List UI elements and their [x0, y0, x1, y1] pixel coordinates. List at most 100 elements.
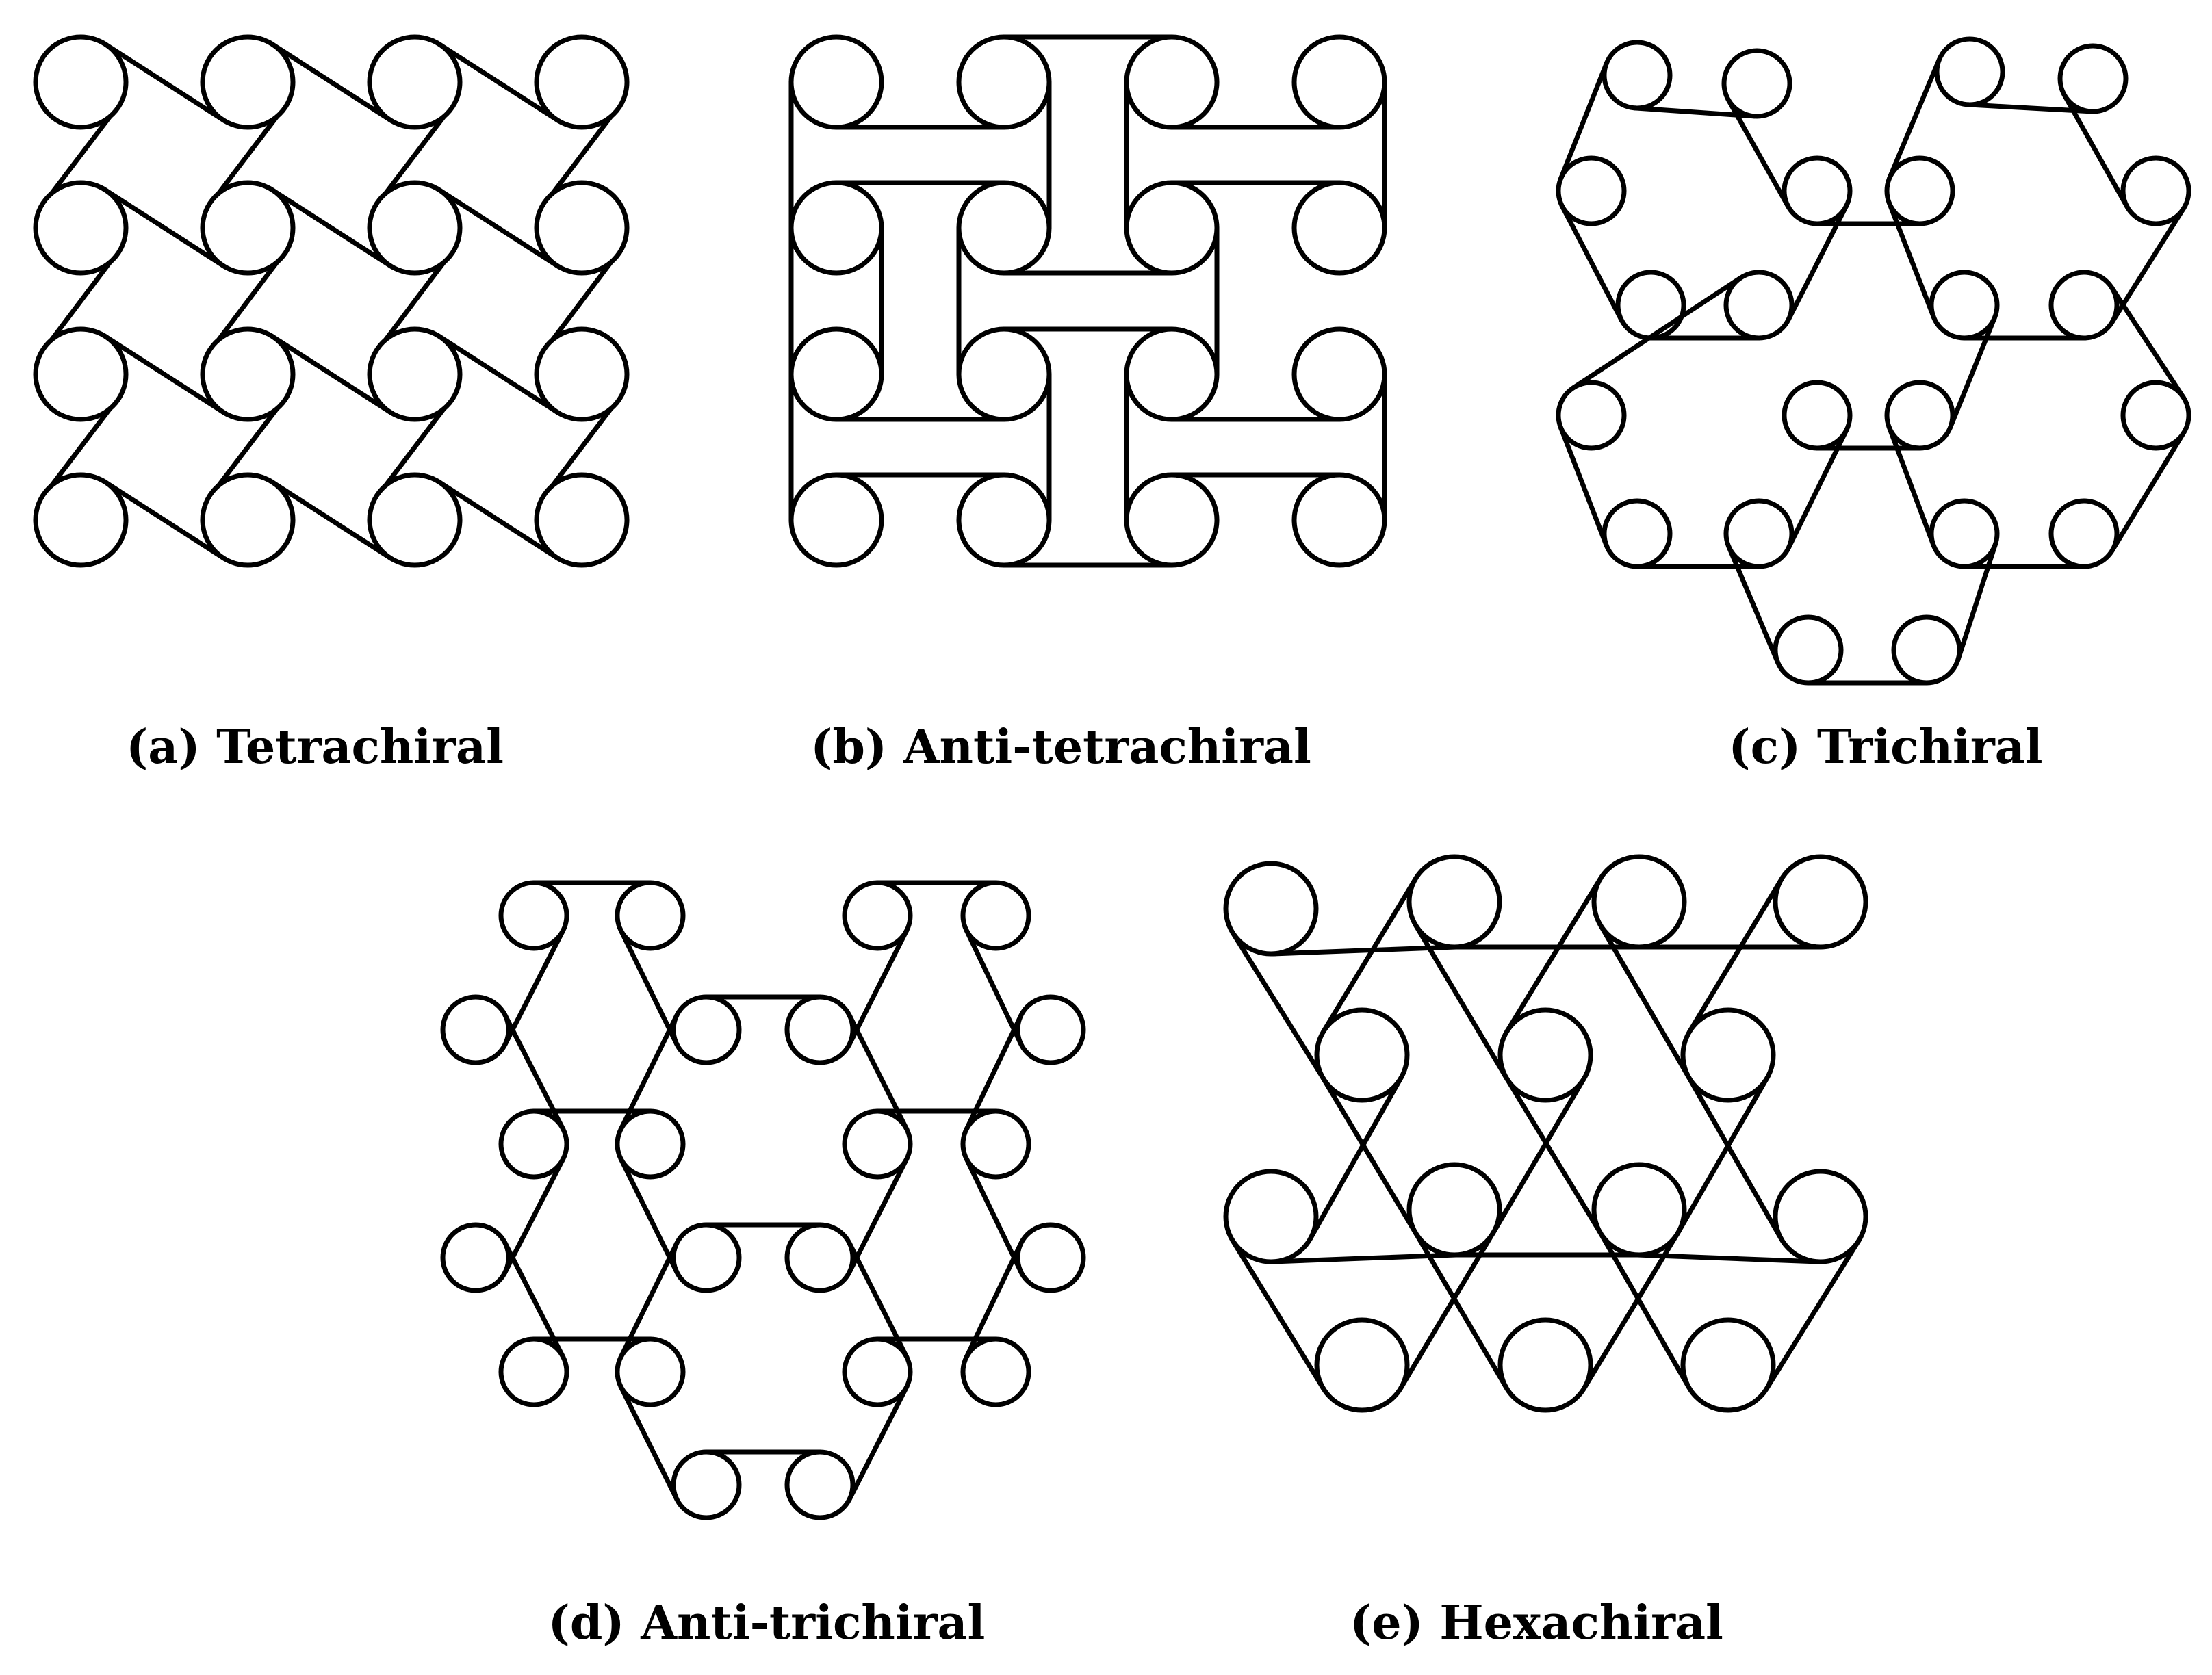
- ligament: [618, 1384, 680, 1502]
- ligament: [847, 928, 910, 1048]
- node-circle: [1291, 34, 1387, 130]
- ligament: [1413, 922, 1509, 1081]
- ligament: [1955, 541, 1998, 663]
- node-circle: [784, 1449, 856, 1520]
- ligament: [1725, 97, 1791, 209]
- ligament: [1558, 424, 1609, 548]
- ligament: [1686, 1075, 1784, 1242]
- ligament: [1504, 876, 1604, 1035]
- ligament: [1764, 1238, 1862, 1392]
- ligament: [435, 333, 562, 416]
- caption-b: (b) Anti-tetrachiral: [810, 720, 1311, 775]
- ligament: [1675, 1075, 1770, 1235]
- node-circle: [2120, 155, 2191, 226]
- node-circle: [956, 180, 1052, 276]
- ligament: [268, 333, 395, 416]
- node-circle: [1291, 180, 1387, 276]
- ligament: [1597, 1230, 1692, 1390]
- ligament: [101, 333, 228, 416]
- ligament: [2109, 430, 2187, 554]
- ligament: [2061, 92, 2130, 209]
- ligament: [1948, 315, 1997, 430]
- node-circle: [1291, 472, 1387, 568]
- node-circle: [33, 180, 129, 276]
- ligament: [435, 40, 562, 124]
- node-circle: [1680, 1007, 1776, 1103]
- ligament: [1321, 876, 1418, 1035]
- node-circle: [788, 472, 884, 568]
- ligament: [1635, 1252, 1821, 1264]
- node-circle: [440, 1222, 511, 1293]
- ligament: [49, 406, 112, 488]
- ligament: [1571, 275, 1744, 391]
- node-circle: [956, 472, 1052, 568]
- ligament: [618, 1156, 680, 1275]
- node-circle: [367, 180, 463, 276]
- ligament: [1308, 1074, 1404, 1241]
- node-circle: [200, 326, 296, 422]
- ligament: [550, 114, 613, 196]
- ligament: [268, 40, 395, 124]
- node-circle: [33, 326, 129, 422]
- node-circle: [1934, 36, 2005, 107]
- node-circle: [1773, 614, 1844, 686]
- node-circle: [1773, 854, 1868, 950]
- caption-c: (c) Trichiral: [1728, 720, 2042, 775]
- ligament: [1582, 1230, 1680, 1391]
- node-circle: [534, 472, 630, 568]
- panel-hexachiral: [1223, 854, 1868, 1413]
- ligament: [2109, 285, 2186, 400]
- panel-anti-tetrachiral: [788, 34, 1387, 568]
- ligament: [1270, 944, 1458, 957]
- ligament: [1887, 56, 1942, 181]
- ligament: [847, 1384, 910, 1503]
- node-circle: [671, 1449, 742, 1520]
- node-circle: [1124, 34, 1220, 130]
- node-circle: [200, 472, 296, 568]
- ligament: [1413, 1230, 1509, 1390]
- node-circle: [1124, 180, 1220, 276]
- node-circle: [1314, 1317, 1410, 1413]
- node-circle: [33, 34, 129, 130]
- node-circle: [1556, 155, 1627, 226]
- ligament: [383, 114, 446, 196]
- node-circle: [1615, 270, 1686, 341]
- ligament: [216, 406, 279, 488]
- ligament: [435, 478, 562, 562]
- node-circle: [1124, 326, 1220, 422]
- ligament: [101, 40, 228, 124]
- node-circle: [2048, 498, 2120, 569]
- node-circle: [534, 180, 630, 276]
- panel-tetrachiral: [33, 34, 630, 568]
- node-circle: [200, 34, 296, 130]
- node-circle: [788, 326, 884, 422]
- node-circle: [367, 472, 463, 568]
- node-circle: [1497, 1007, 1593, 1103]
- ligament: [1559, 203, 1624, 323]
- node-circle: [956, 34, 1052, 130]
- node-circle: [534, 34, 630, 130]
- node-circle: [1929, 498, 2000, 569]
- ligament: [435, 186, 562, 270]
- ligament: [101, 186, 228, 270]
- node-circle: [367, 34, 463, 130]
- ligament: [1558, 60, 1609, 181]
- node-circle: [1314, 1007, 1410, 1103]
- ligament: [268, 186, 395, 270]
- node-circle: [2048, 270, 2120, 341]
- ligament: [550, 406, 613, 488]
- node-circle: [2120, 380, 2191, 451]
- ligament: [1726, 544, 1781, 666]
- node-circle: [1015, 1222, 1086, 1293]
- ligament: [216, 260, 279, 342]
- ligament: [1886, 424, 1936, 548]
- node-circle: [33, 472, 129, 568]
- ligament: [1886, 200, 1936, 320]
- node-circle: [1602, 498, 1673, 569]
- ligament: [268, 478, 395, 562]
- node-circle: [367, 326, 463, 422]
- node-circle: [1884, 155, 1955, 226]
- ligament: [618, 927, 680, 1047]
- node-circle: [440, 994, 511, 1065]
